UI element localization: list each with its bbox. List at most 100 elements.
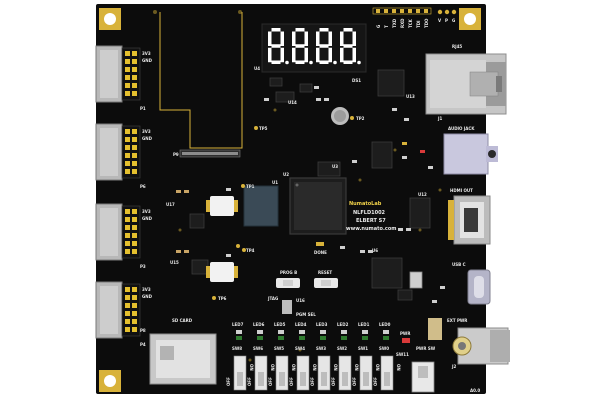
header-pin-label: TCK — [408, 18, 413, 28]
header-pin-label: TDI — [416, 20, 421, 28]
u17-label: U17 — [166, 202, 175, 207]
test-point-labels: TP5 TP2 TP1 TP4 TP6 — [218, 116, 365, 301]
pmod-pin — [132, 129, 137, 134]
audio-label: AUDIO JACK — [448, 126, 475, 131]
switch-on-label: ON — [312, 364, 317, 371]
hdmi-label: HDMI OUT — [450, 188, 473, 193]
tp1-label: TP1 — [246, 184, 255, 189]
pmod-pin — [125, 217, 130, 222]
pmod-pin — [125, 91, 130, 96]
switch-off-label: OFF — [373, 377, 378, 386]
pmod-pin — [125, 169, 130, 174]
header-pin-label: RXD — [400, 18, 405, 28]
p8-label: P8 — [140, 328, 146, 333]
brand-label: NumatoLab — [349, 201, 382, 207]
power-header-label: P — [445, 18, 448, 23]
tp2-label: TP2 — [356, 116, 365, 121]
pmod-pin — [132, 137, 137, 142]
pmod-pin — [132, 327, 137, 332]
switch-off-label: OFF — [310, 377, 315, 386]
smd-component — [264, 98, 269, 101]
tp5-label: TP5 — [259, 126, 268, 131]
switch-off-label: OFF — [268, 377, 273, 386]
pmod-pin — [132, 209, 137, 214]
jtag-selector[interactable]: JTAG PGM SEL — [267, 296, 316, 317]
smd-component — [392, 108, 397, 111]
pmod-pin — [132, 319, 137, 324]
pmod-3v3-label: 3V3 — [142, 209, 151, 214]
pmod-pin — [125, 327, 130, 332]
regulator-blocks — [206, 107, 349, 282]
pmod-pin — [125, 153, 130, 158]
pmod-ref-label: P4 — [140, 342, 146, 347]
led-label: LED6 — [253, 322, 265, 327]
pmod-gnd-label: GND — [142, 136, 153, 141]
switch-off-label: OFF — [226, 377, 231, 386]
smd-component — [176, 190, 181, 193]
header-pin-label: TDO — [424, 18, 429, 28]
pmod-pin — [132, 91, 137, 96]
pmod-pin — [132, 161, 137, 166]
smd-component — [176, 250, 181, 253]
led-label: LED7 — [232, 322, 244, 327]
smd-component — [406, 228, 411, 231]
pmod-pin — [125, 225, 130, 230]
switch-label: SW6 — [253, 346, 263, 351]
seven-segment-digit — [292, 28, 313, 65]
pmod-pin — [125, 75, 130, 80]
switch-label: SW3 — [316, 346, 326, 351]
dip-switches: SW8OFFONSW6OFFONSW5OFFONSW4OFFONSW3OFFON… — [226, 346, 401, 391]
smd-component — [440, 286, 445, 289]
smd-component — [404, 118, 409, 121]
header-pin — [400, 9, 404, 13]
pmod-pin — [125, 233, 130, 238]
pmod-ref-label: P6 — [140, 184, 146, 189]
pmod-pin — [132, 83, 137, 88]
seven-segment-digit — [340, 28, 361, 65]
pwr-label: PWR — [400, 331, 410, 336]
u1-label: U1 — [272, 180, 278, 185]
pmod-pin — [125, 287, 130, 292]
reset-button[interactable]: RESET — [314, 270, 338, 288]
switch-on-label: ON — [291, 364, 296, 371]
switch-label: SW1 — [358, 346, 368, 351]
pmod-gnd-label: GND — [142, 294, 153, 299]
pgm-sel-label: PGM SEL — [296, 312, 316, 317]
url-label: www.numato.com — [346, 226, 396, 232]
smd-component — [226, 254, 231, 257]
p9-label: P9 — [173, 152, 179, 157]
user-led: LED5 — [274, 322, 286, 340]
model-label: NLFLD1002 — [353, 210, 386, 216]
seven-segment-digit — [316, 28, 337, 65]
pmod-pin — [132, 153, 137, 158]
rj45-label: RJ45 — [452, 44, 462, 49]
ext-pwr-label: EXT PWR — [447, 318, 467, 323]
pmod-pin — [132, 51, 137, 56]
prog-label: PROG B — [280, 270, 297, 275]
sd-card-slot: SD CARD P8 — [140, 318, 217, 385]
pmod-pin — [125, 83, 130, 88]
pmod-pin — [125, 319, 130, 324]
power-header-pin — [451, 9, 457, 15]
u13-label: U13 — [406, 94, 415, 99]
switch-on-label: ON — [249, 364, 254, 371]
power-switch[interactable]: PWR SW SW11 — [396, 346, 436, 393]
power-header-pin — [444, 9, 450, 15]
pmod-gnd-label: GND — [142, 58, 153, 63]
user-led: LED2 — [337, 322, 349, 340]
pmod-pin — [125, 51, 130, 56]
led-label: LED4 — [295, 322, 307, 327]
led-label: LED2 — [337, 322, 349, 327]
pmod-pin — [125, 59, 130, 64]
prog-b-button[interactable]: PROG B — [276, 270, 300, 288]
